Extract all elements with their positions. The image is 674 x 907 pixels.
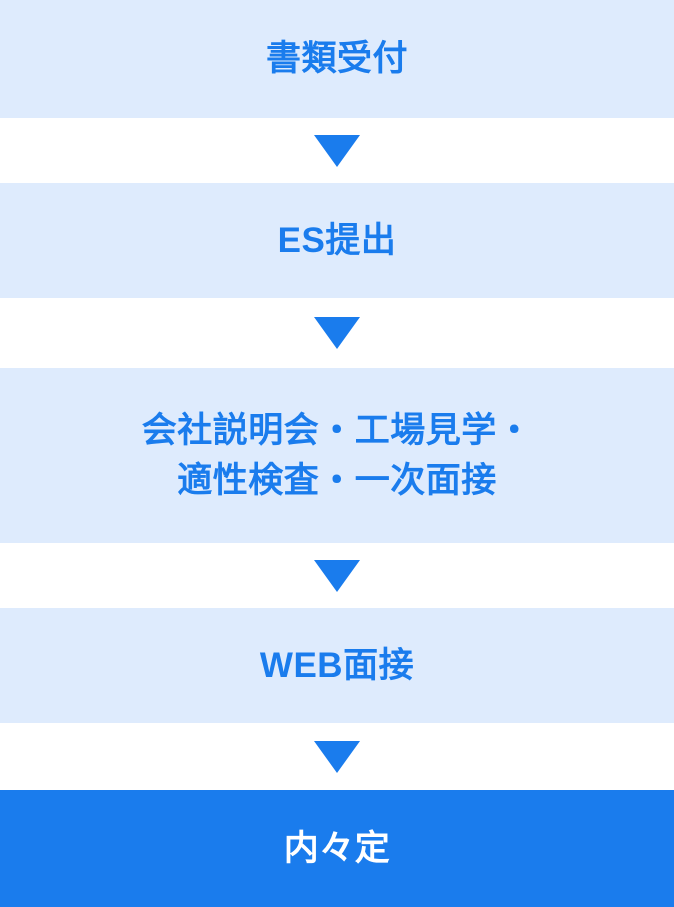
flow-step-2: ES提出 bbox=[0, 183, 674, 298]
flow-step-1: 書類受付 bbox=[0, 0, 674, 118]
flow-connector-3 bbox=[0, 543, 674, 608]
flow-connector-1 bbox=[0, 118, 674, 183]
flow-step-5: 内々定 bbox=[0, 790, 674, 907]
flow-step-1-label: 書類受付 bbox=[265, 39, 408, 79]
flow-connector-2 bbox=[0, 298, 674, 368]
flow-step-2-label: ES提出 bbox=[277, 220, 397, 260]
flow-step-4: WEB面接 bbox=[0, 608, 674, 723]
triangle-down-icon bbox=[314, 740, 360, 773]
flow-step-3-label: 会社説明会・工場見学・ 適性検査・一次面接 bbox=[141, 410, 533, 500]
flow-step-3: 会社説明会・工場見学・ 適性検査・一次面接 bbox=[0, 368, 674, 543]
triangle-down-icon bbox=[314, 317, 360, 349]
flow-step-4-label: WEB面接 bbox=[259, 645, 415, 685]
flow-connector-4 bbox=[0, 723, 674, 790]
flow-step-5-label: 内々定 bbox=[283, 828, 391, 868]
triangle-down-icon bbox=[314, 559, 360, 592]
triangle-down-icon bbox=[314, 134, 360, 167]
